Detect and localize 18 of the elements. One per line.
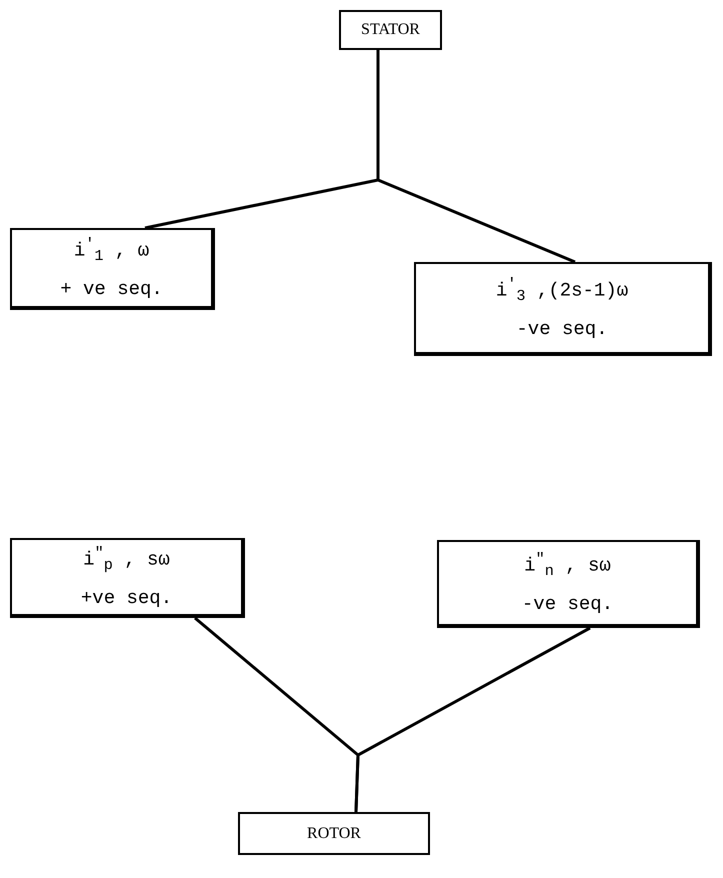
node-label: i$^{'}$$_{1}$ , ω xyxy=(74,236,150,265)
sequence-label: -ve seq. xyxy=(516,318,608,340)
block-box xyxy=(238,812,430,855)
connector-line xyxy=(376,50,576,264)
node-label: i$^{'}$$_{3}$ ,(2s-1)ω xyxy=(496,276,628,305)
node-label: i$^{"}$$_{p}$ , sω xyxy=(83,545,170,574)
block-box xyxy=(10,228,215,310)
connector-line xyxy=(354,626,591,812)
node-label: i$^{"}$$_{n}$ , sω xyxy=(524,551,611,580)
node-label: STATOR xyxy=(361,21,420,39)
block-box xyxy=(414,262,712,356)
node-label: ROTOR xyxy=(307,824,361,842)
block-box xyxy=(437,540,700,628)
sequence-label: + ve seq. xyxy=(60,278,163,300)
sequence-label: -ve seq. xyxy=(522,594,614,615)
block-box xyxy=(10,538,245,618)
block-box xyxy=(339,10,442,50)
sequence-label: +ve seq. xyxy=(80,588,172,609)
